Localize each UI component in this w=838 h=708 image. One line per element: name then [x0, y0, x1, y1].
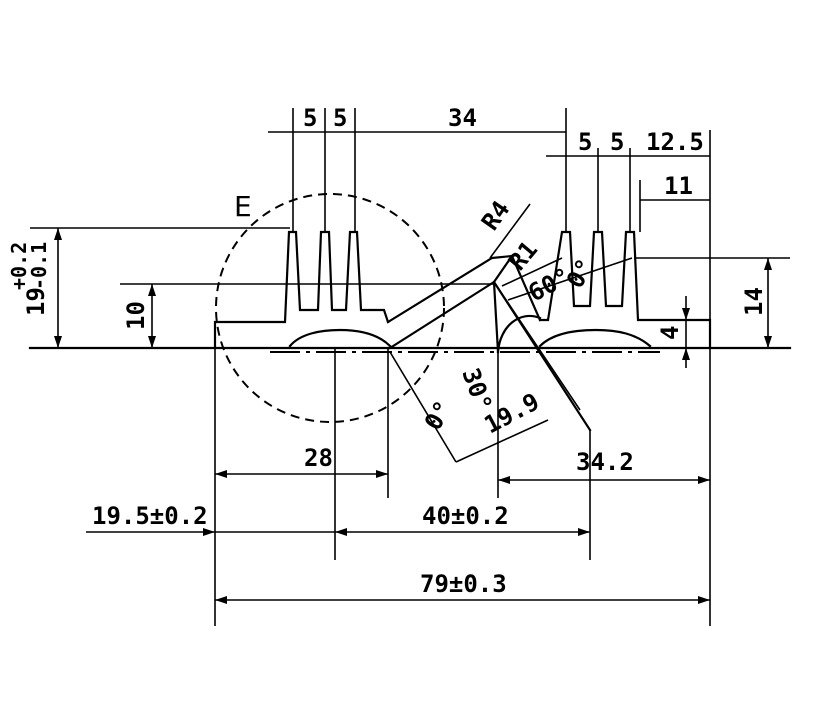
- dim-angle-0b: 0°: [419, 396, 458, 435]
- dim-height-19-tol-lower: -0.1: [27, 242, 51, 290]
- dim-edge-12-5: 12.5: [646, 128, 704, 156]
- dim-angle-30: 30°: [456, 364, 497, 414]
- dim-width-28: 28: [304, 444, 333, 472]
- angle-leaders: [387, 203, 633, 498]
- right-height-dimensions: [634, 257, 790, 368]
- right-heatsink-profile: [496, 230, 712, 354]
- dim-width-34-2: 34.2: [576, 448, 634, 476]
- dim-width-40: 40±0.2: [422, 502, 509, 530]
- dim-fin-width-3: 5: [578, 128, 592, 156]
- dim-fin-width-2: 5: [333, 104, 347, 132]
- dim-radius-r4: R4: [476, 196, 516, 236]
- dim-width-79: 79±0.3: [420, 570, 507, 598]
- top-dimension-chain: [268, 108, 711, 320]
- dim-fin-gap-34: 34: [448, 104, 477, 132]
- dim-height-4: 4: [656, 326, 684, 340]
- detail-circle-e: [215, 193, 445, 423]
- bottom-dimension-chain: [86, 322, 711, 626]
- left-height-dimensions: [30, 227, 494, 348]
- dim-width-19-5: 19.5±0.2: [92, 502, 208, 530]
- dim-fin-width-1: 5: [303, 104, 317, 132]
- dim-height-19: 19: [22, 287, 50, 316]
- detail-marker-e: E: [234, 190, 252, 223]
- dim-edge-11: 11: [664, 172, 693, 200]
- left-heatsink-profile: [213, 230, 392, 350]
- dim-height-19-tol-upper: +0.2: [7, 242, 31, 290]
- dim-height-10: 10: [122, 301, 150, 330]
- dim-fin-width-4: 5: [610, 128, 624, 156]
- dim-height-14: 14: [740, 287, 768, 316]
